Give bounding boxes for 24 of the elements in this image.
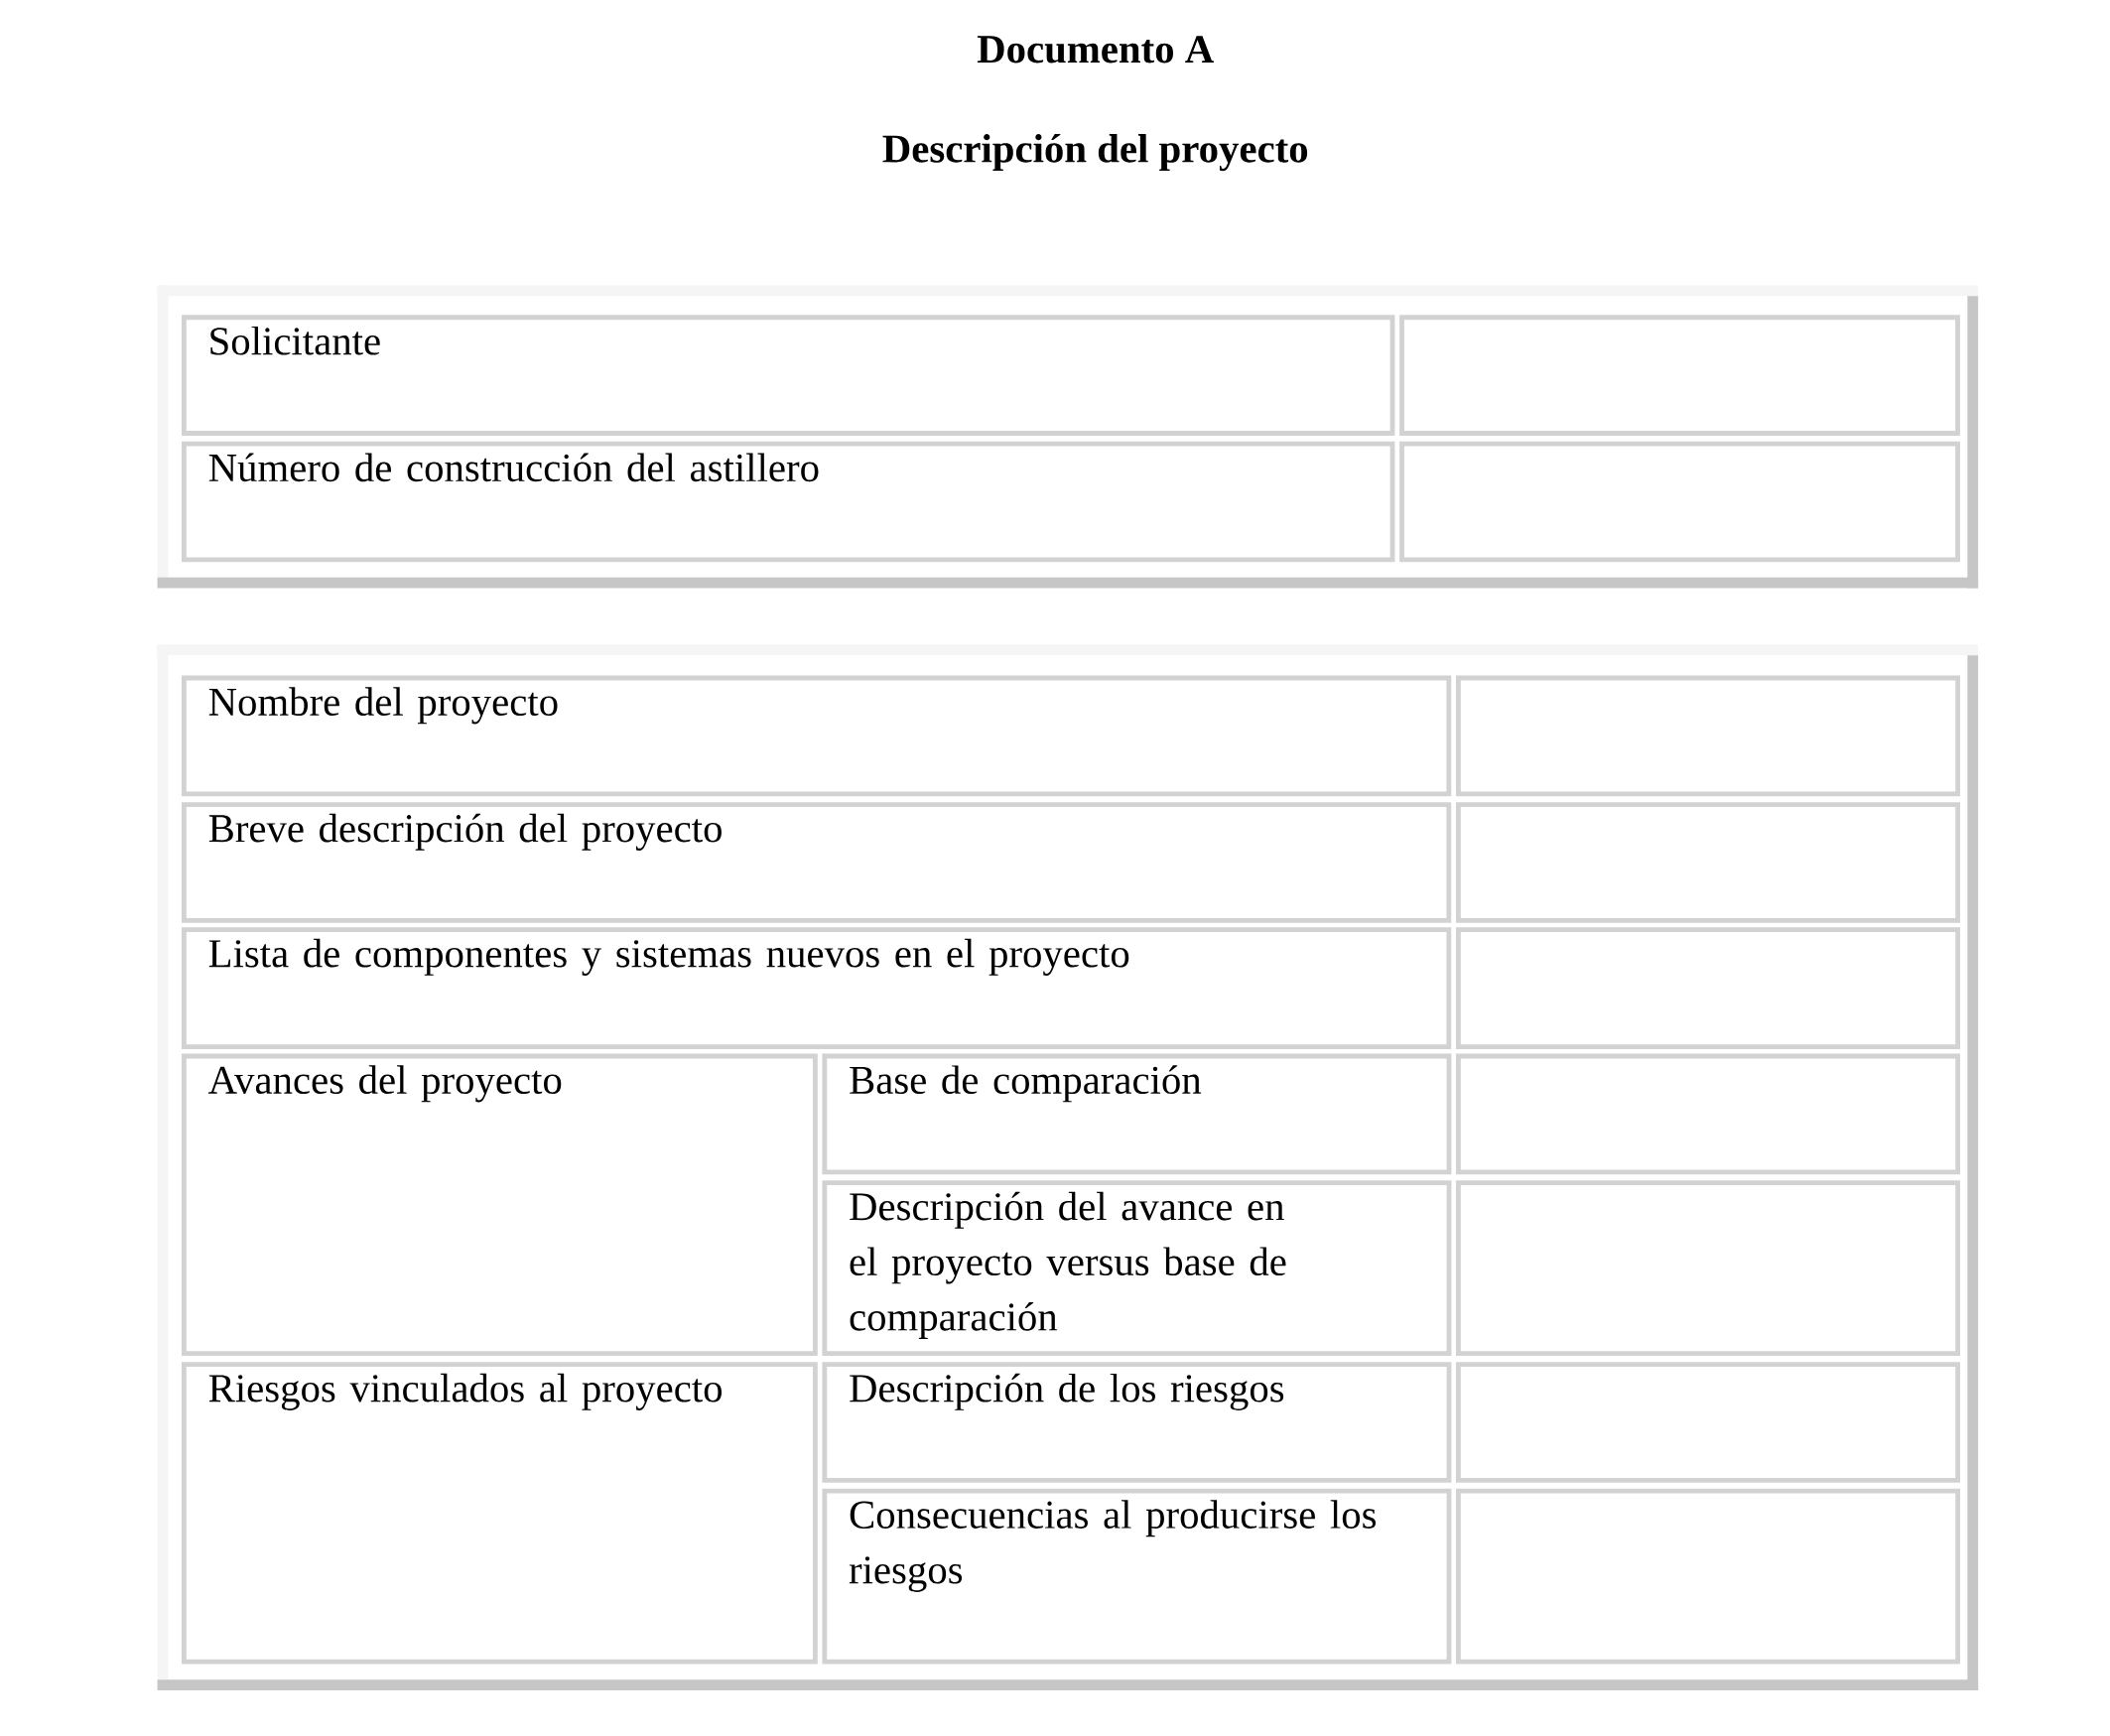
table-cell: Descripción del avance en el proyecto versus base de comparación (822, 1180, 1452, 1356)
table-cell: Número de construcción del astillero (182, 441, 1395, 563)
table-cell: Solicitante (182, 315, 1395, 436)
input-field (1456, 1180, 1961, 1356)
table-cell: Consecuencias al producirse los riesgos (822, 1488, 1452, 1665)
table-cell: Avances del proyecto (182, 1053, 818, 1357)
subtitle: Descripción del proyecto (882, 134, 1308, 172)
table-cell: Descripción de los riesgos (822, 1362, 1452, 1483)
input-field (1456, 675, 1961, 797)
input-field (1456, 1488, 1961, 1665)
input-field (1456, 802, 1961, 923)
title: Documento A (977, 36, 1214, 64)
table-cell: Lista de componentes y sistemas nuevos en el proyecto (182, 927, 1452, 1050)
table-panel (157, 644, 1979, 1691)
table-cell: Nombre del proyecto (182, 675, 1452, 797)
table-panel (157, 285, 1979, 590)
input-field (1456, 1362, 1961, 1483)
input-field (1456, 927, 1961, 1050)
table-cell: Breve descripción del proyecto (182, 802, 1452, 923)
input-field (1399, 315, 1960, 436)
input-field (1399, 441, 1960, 563)
input-field (1456, 1053, 1961, 1175)
table-cell: Riesgos vinculados al proyecto (182, 1362, 818, 1665)
table-cell: Base de comparación (822, 1053, 1452, 1175)
